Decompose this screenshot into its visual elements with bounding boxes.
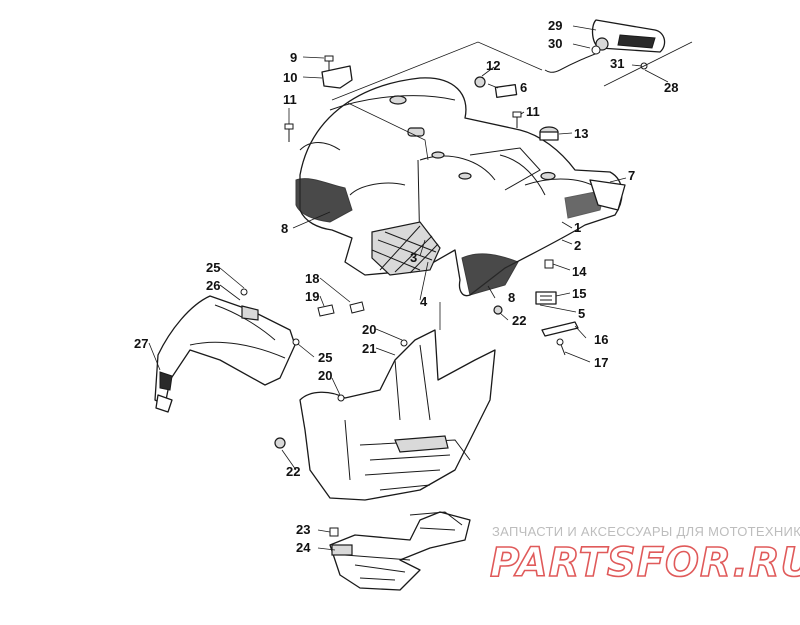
callout-24: 24	[296, 540, 311, 555]
callout-11-left: 11	[283, 92, 297, 107]
callout-23: 23	[296, 522, 310, 537]
rear-fender	[295, 77, 623, 297]
callout-25-lower: 25	[318, 350, 332, 365]
callout-11-right: 11	[526, 104, 540, 119]
callout-9: 9	[290, 50, 297, 65]
callout-20-upper: 20	[362, 322, 376, 337]
callout-29: 29	[548, 18, 562, 33]
callout-14: 14	[572, 264, 587, 279]
callout-22-lower: 22	[286, 464, 300, 479]
callout-6: 6	[520, 80, 527, 95]
callout-10: 10	[283, 70, 297, 85]
callout-3: 3	[410, 250, 417, 265]
callout-31: 31	[610, 56, 624, 71]
fasteners	[240, 45, 626, 537]
rear-rack	[329, 511, 471, 591]
callout-13: 13	[574, 126, 588, 141]
watermark-logo: PARTSFOR.RU	[489, 539, 800, 587]
callout-28: 28	[664, 80, 678, 95]
callout-26: 26	[206, 278, 220, 293]
tail-light-assembly	[544, 19, 666, 73]
callout-25-upper: 25	[206, 260, 220, 275]
callout-18: 18	[305, 271, 319, 286]
callout-27: 27	[134, 336, 148, 351]
floorboard	[299, 329, 496, 501]
callout-17: 17	[594, 355, 608, 370]
callout-21: 21	[362, 341, 376, 356]
callout-labels: 9 10 11 12 6 11 13 7 1 2 14 15 5 16 17 8…	[134, 18, 678, 555]
callout-2: 2	[574, 238, 581, 253]
callout-30: 30	[548, 36, 562, 51]
callout-16: 16	[594, 332, 608, 347]
callout-1: 1	[574, 220, 581, 235]
leader-lines	[148, 25, 693, 551]
watermark-caption: ЗАПЧАСТИ И АКСЕССУАРЫ ДЛЯ МОТОТЕХНИКИ	[492, 524, 800, 539]
callout-19: 19	[305, 289, 319, 304]
callout-8-left: 8	[281, 221, 288, 236]
callout-15: 15	[572, 286, 586, 301]
callout-20-lower: 20	[318, 368, 332, 383]
callout-22-upper: 22	[512, 313, 526, 328]
callout-5: 5	[578, 306, 585, 321]
left-side-panel	[154, 295, 296, 413]
callout-8-right: 8	[508, 290, 515, 305]
callout-12: 12	[486, 58, 500, 73]
callout-7: 7	[628, 168, 635, 183]
callout-4: 4	[420, 294, 428, 309]
